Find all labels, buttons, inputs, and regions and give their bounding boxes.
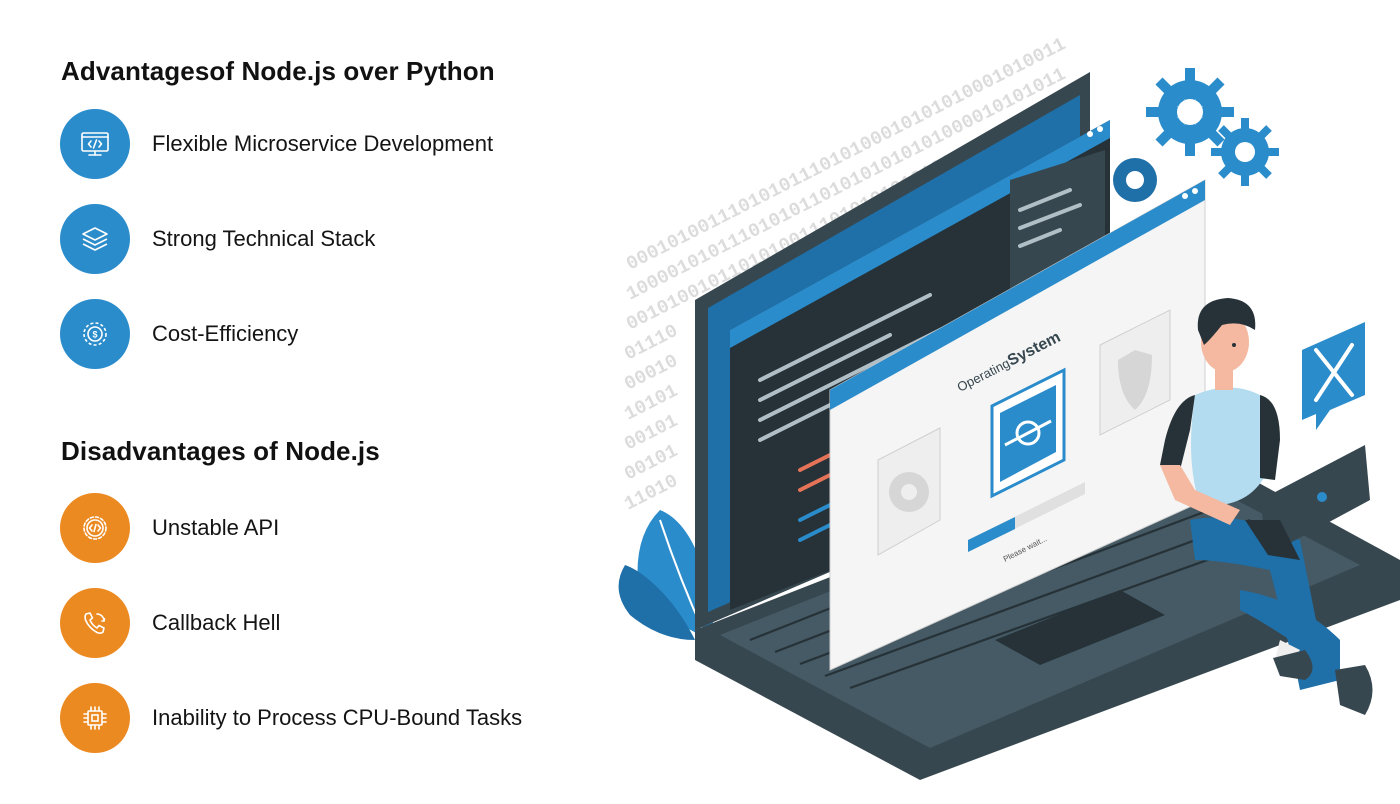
advantage-item-microservice: Flexible Microservice Development (60, 109, 493, 179)
disadvantage-label: Callback Hell (152, 610, 281, 635)
disadvantage-item-api: Unstable API (60, 493, 279, 563)
disadvantage-label: Inability to Process CPU-Bound Tasks (152, 705, 523, 730)
disadvantages-title: Disadvantages of Node.js (61, 436, 380, 466)
cpu-chip-icon (60, 683, 130, 753)
gears-icon (1113, 68, 1279, 202)
laptop-illustration: 0001010011101010111010100010101010001010… (618, 33, 1400, 780)
advantage-label: Flexible Microservice Development (152, 131, 494, 156)
disadvantage-item-callback: Callback Hell (60, 588, 280, 658)
code-monitor-icon (60, 109, 130, 179)
os-window: OperatingSystem Please wait... (829, 179, 1206, 671)
disadvantage-item-cpu: Inability to Process CPU-Bound Tasks (60, 683, 522, 753)
money-gear-icon: $ (60, 299, 130, 369)
advantage-label: Cost-Efficiency (152, 321, 299, 346)
advantage-item-stack: Strong Technical Stack (60, 204, 375, 274)
phone-callback-icon (60, 588, 130, 658)
layers-icon (60, 204, 130, 274)
person-figure (1160, 298, 1373, 715)
advantage-label: Strong Technical Stack (152, 226, 376, 251)
disadvantage-label: Unstable API (152, 515, 280, 540)
code-gear-icon (60, 493, 130, 563)
advantages-title: Advantagesof Node.js over Python (61, 56, 495, 86)
binary-left-column: 01110 00010 10101 00101 00101 11010 (621, 320, 682, 515)
advantage-item-cost: $ Cost-Efficiency (60, 299, 298, 369)
tools-badge-icon (1302, 322, 1365, 430)
svg-text:$: $ (92, 330, 97, 340)
